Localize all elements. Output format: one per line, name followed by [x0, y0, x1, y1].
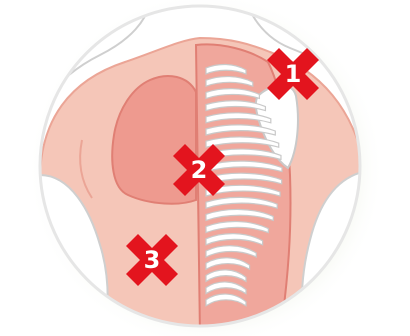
- marker-1-label: 1: [285, 60, 302, 88]
- marker-3-label: 3: [144, 246, 161, 274]
- marker-2-label: 2: [191, 156, 208, 184]
